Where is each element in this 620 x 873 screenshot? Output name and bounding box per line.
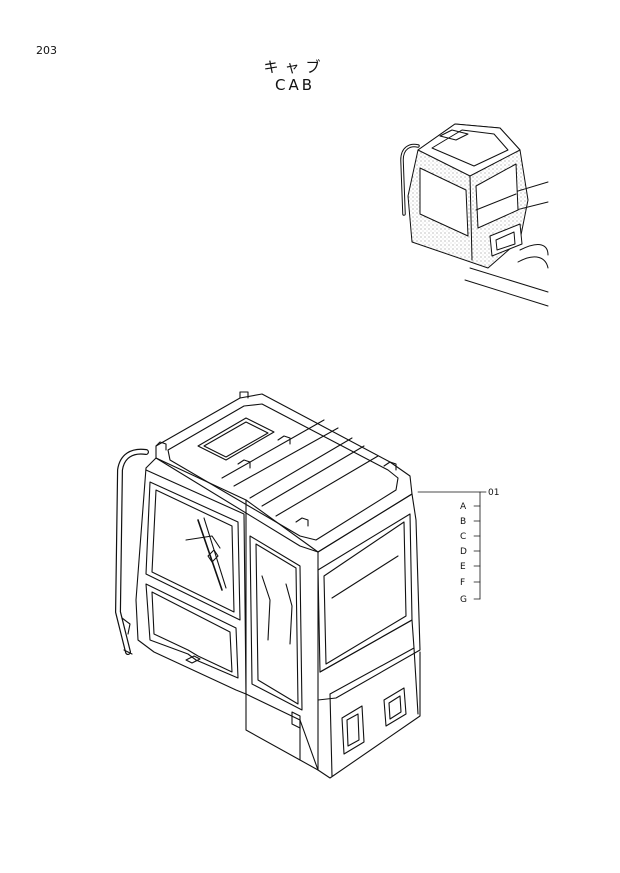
callout-sub-part-b: B <box>460 517 466 527</box>
callout-sub-part-a: A <box>460 502 467 512</box>
callout-sub-part-f: F <box>460 578 465 588</box>
locator-view <box>400 123 549 307</box>
cab-assembly <box>115 391 421 779</box>
callout-sub-part-c: C <box>460 532 466 542</box>
title-english: CAB <box>274 76 316 94</box>
callout-main-part: 01 <box>488 488 499 498</box>
page-number: 203 <box>36 44 57 57</box>
callout-sub-part-d: D <box>460 547 467 557</box>
title-japanese: キャブ <box>263 58 327 76</box>
callout-sub-part-e: E <box>460 562 466 572</box>
callout-sub-part-g: G <box>460 595 467 605</box>
callout-lines <box>417 491 487 600</box>
